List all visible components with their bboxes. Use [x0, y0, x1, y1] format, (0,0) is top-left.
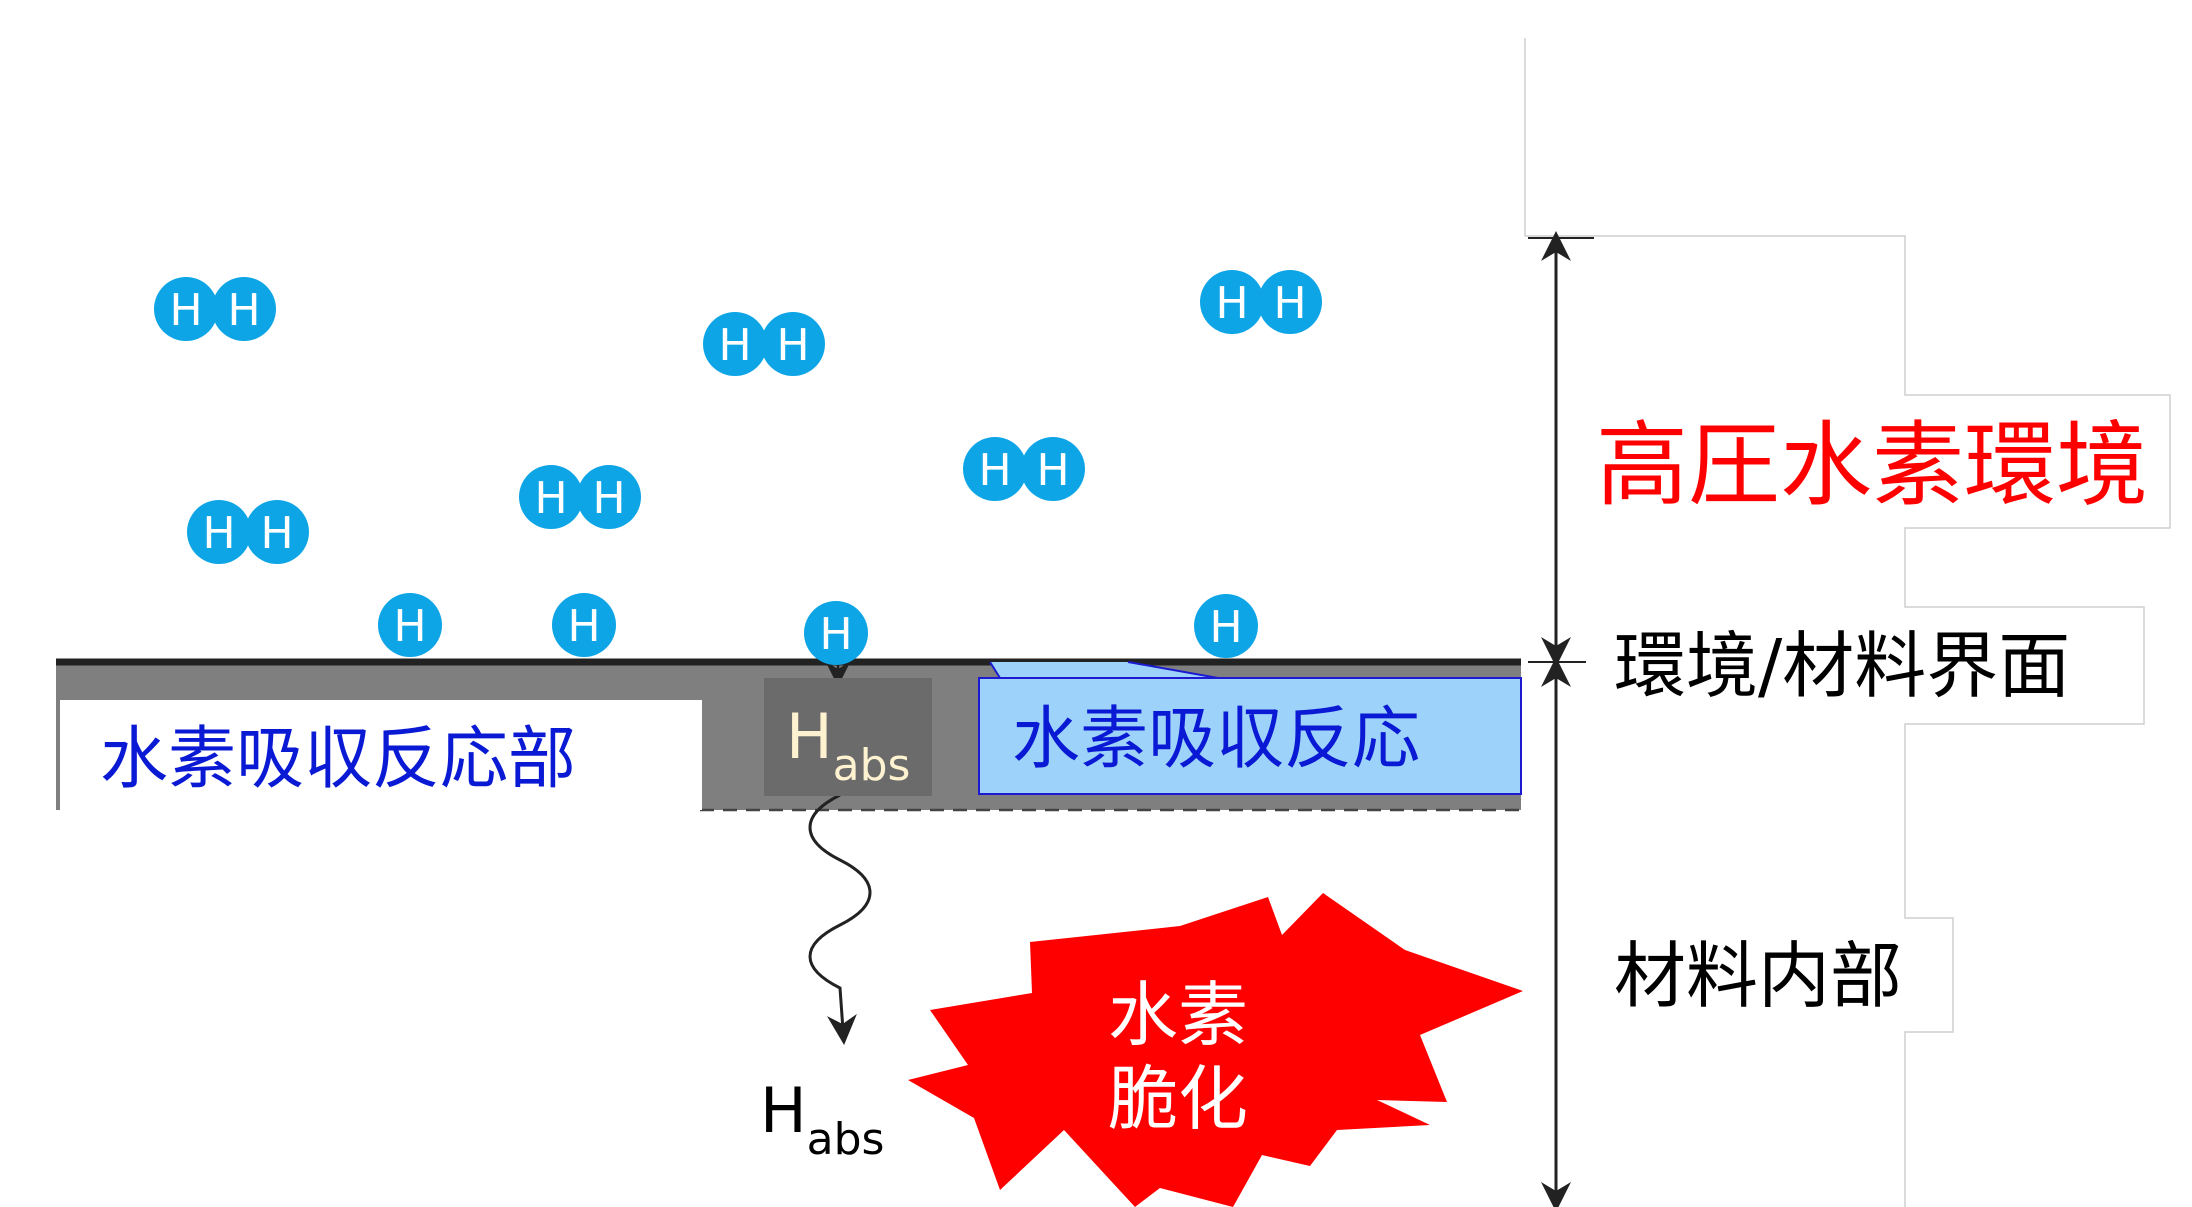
- hydrogen-atom-letter: H: [819, 609, 852, 660]
- hydrogen-atom-circle: [1021, 437, 1085, 501]
- hydrogen-atom-circle: [245, 500, 309, 564]
- hydrogen-atom-letter: H: [534, 473, 567, 524]
- habs-interior-sub: abs: [806, 1114, 885, 1165]
- hydrogen-atom-circle: [761, 312, 825, 376]
- hydrogen-atom-circle: [552, 593, 616, 657]
- hydrogen-atom-circle: [804, 601, 868, 665]
- hydrogen-molecule-atom: H: [761, 312, 825, 376]
- hydrogen-molecule-atom: H: [577, 465, 641, 529]
- hydrogen-atom-circle: [577, 465, 641, 529]
- hydrogen-molecule-atom: H: [212, 277, 276, 341]
- hydrogen-atom-letter: H: [592, 473, 625, 524]
- hydrogen-molecule-atom: H: [703, 312, 767, 376]
- hydrogen-atom-circle: [1258, 270, 1322, 334]
- hydrogen-molecule-atom: H: [154, 277, 218, 341]
- hydrogen-atom-circle: [154, 277, 218, 341]
- hydrogen-atom-circle: [1194, 594, 1258, 658]
- hydrogen-atom: H: [378, 593, 442, 657]
- embrittlement-label-line2: 脆化: [1108, 1058, 1248, 1140]
- hydrogen-atom: H: [804, 601, 868, 665]
- hydrogen-atom-letter: H: [1036, 445, 1069, 496]
- absorption-reaction-callout: [978, 677, 1522, 795]
- hydrogen-atom-letter: H: [978, 445, 1011, 496]
- hydrogen-atom-circle: [378, 593, 442, 657]
- embrittlement-burst: [908, 893, 1523, 1207]
- absorption-reaction-label: 水素吸収反応: [1012, 700, 1421, 779]
- habs-surface-sub: abs: [832, 740, 911, 791]
- hydrogen-atom-circle: [703, 312, 767, 376]
- hydrogen-atom-circle: [963, 437, 1027, 501]
- absorption-zone-label: 水素吸収反応部: [100, 720, 577, 799]
- hydrogen-atom-letter: H: [260, 508, 293, 559]
- hydrogen-atom-letter: H: [202, 508, 235, 559]
- hydrogen-molecule-atom: H: [1258, 270, 1322, 334]
- hydrogen-atom-letter: H: [169, 285, 202, 336]
- reaction-callout-pointer: [990, 662, 1218, 678]
- reaction-callout-pointer-edge-2: [1127, 661, 1219, 679]
- hydrogen-atom-letter: H: [718, 320, 751, 371]
- hydrogen-molecule-atom: H: [1200, 270, 1264, 334]
- hydrogen-atom-letter: H: [776, 320, 809, 371]
- hydrogen-atom-letter: H: [567, 601, 600, 652]
- hydrogen-atom-circle: [212, 277, 276, 341]
- hydrogen-atom-circle: [519, 465, 583, 529]
- hydrogen-atom-circle: [1200, 270, 1264, 334]
- interior-label: 材料内部: [1614, 934, 1903, 1018]
- hydrogen-atom-circle: [187, 500, 251, 564]
- hydrogen-atom: H: [1194, 594, 1258, 658]
- hydrogen-atom-letter: H: [393, 601, 426, 652]
- habs-surface-label: Habs: [786, 706, 910, 788]
- hydrogen-molecule-atom: H: [1021, 437, 1085, 501]
- hydrogen-atom-letter: H: [227, 285, 260, 336]
- hydrogen-atom: H: [552, 593, 616, 657]
- embrittlement-label-line1: 水素: [1108, 974, 1248, 1056]
- hydrogen-molecule-atom: H: [963, 437, 1027, 501]
- diffusion-wavy-arrow: [808, 793, 872, 1045]
- hydrogen-atom-letter: H: [1215, 278, 1248, 329]
- hydrogen-molecule-atom: H: [187, 500, 251, 564]
- habs-interior-label: Habs: [760, 1080, 884, 1162]
- interface-label: 環境/材料界面: [1614, 624, 2071, 708]
- reaction-callout-pointer-edge: [989, 661, 1001, 679]
- environment-label: 高圧水素環境: [1596, 412, 2149, 519]
- hydrogen-atom-letter: H: [1273, 278, 1306, 329]
- hydrogen-molecule-atom: H: [519, 465, 583, 529]
- hydrogen-molecule-atom: H: [245, 500, 309, 564]
- hydrogen-atom-letter: H: [1209, 602, 1242, 653]
- absorption-zone-label-box: [60, 700, 702, 810]
- habs-surface-box: [764, 678, 932, 796]
- habs-surface-main: H: [786, 700, 833, 773]
- habs-interior-main: H: [760, 1074, 807, 1147]
- label-bracket-outline: [1524, 38, 2171, 1207]
